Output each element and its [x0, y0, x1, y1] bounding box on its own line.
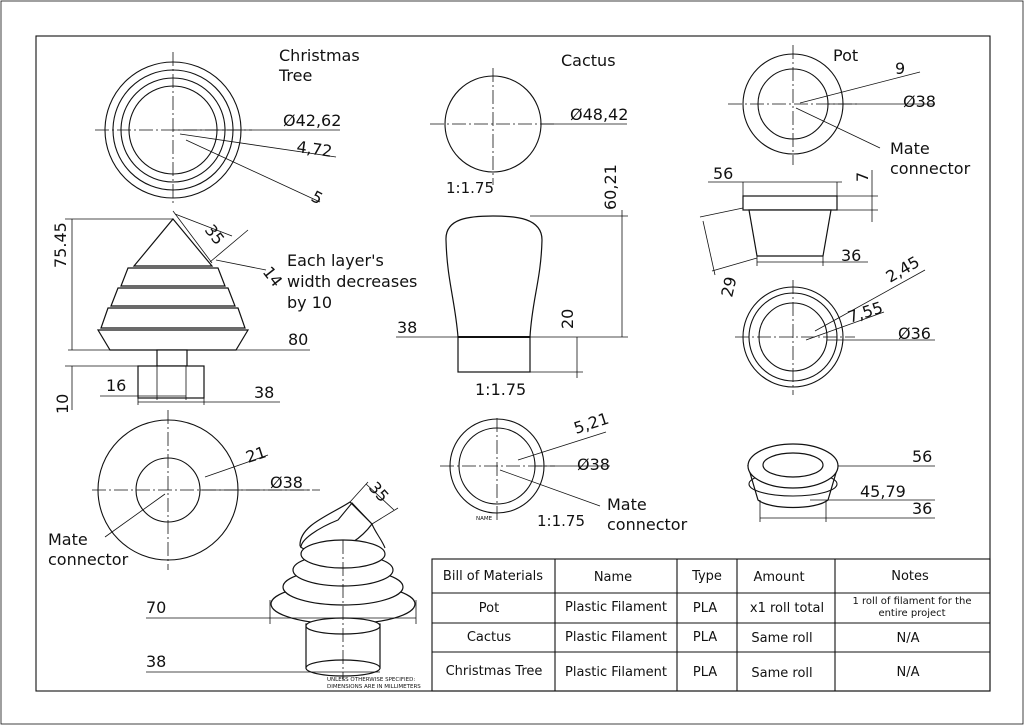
iso-dim-35: 35	[365, 478, 393, 506]
bom-row3-type: PLA	[693, 665, 717, 680]
pot-dim-755: 7,55	[845, 298, 885, 327]
layer-note-line2: width decreases	[287, 272, 417, 291]
bom-row2-item: Cactus	[467, 630, 512, 645]
pot-dim-29: 29	[717, 275, 740, 299]
bom-header-type: Type	[691, 569, 722, 584]
bom-row2-amount: Same roll	[751, 631, 812, 646]
pot-iso-dim-56: 56	[912, 447, 932, 466]
tree-dim-10: 10	[53, 394, 72, 414]
cactus-bottom-view	[440, 418, 610, 520]
tiny-name-label: NAME	[476, 516, 493, 522]
bom-row2-notes: N/A	[897, 631, 920, 646]
bom-row3-notes: N/A	[897, 665, 920, 680]
bom-header-amount: Amount	[753, 570, 804, 585]
bom-row3-item: Christmas Tree	[446, 664, 543, 679]
cactus-dim-38: 38	[397, 318, 417, 337]
tree-dim-5: 5	[308, 187, 326, 209]
cactus-scale-1: 1:1.75	[446, 179, 494, 197]
tree-title-line1: Christmas	[279, 46, 360, 65]
layer-note-line3: by 10	[287, 293, 332, 312]
bom-row1-amount: x1 roll total	[750, 601, 824, 616]
mate-pot-line2: connector	[890, 159, 971, 178]
pot-dim-36b: Ø36	[898, 324, 931, 343]
pot-iso-dim-4579: 45,79	[860, 482, 906, 501]
iso-dim-38: 38	[146, 652, 166, 671]
pot-dim-9: 9	[895, 59, 905, 78]
cactus-dim-diameter: Ø48,42	[570, 105, 628, 124]
tolerance-line1: UNLESS OTHERWISE SPECIFIED:	[327, 677, 415, 683]
bom-header-bill: Bill of Materials	[443, 569, 543, 584]
bom-header-name: Name	[594, 570, 632, 585]
iso-dim-70: 70	[146, 598, 166, 617]
cactus-top-view	[430, 68, 627, 185]
tolerance-line2: DIMENSIONS ARE IN MILLIMETERS	[327, 684, 421, 690]
pot-front-view	[699, 170, 878, 276]
tree-dim-80: 80	[288, 330, 308, 349]
tree-iso-view	[146, 481, 417, 680]
tree-dim-height: 75.45	[51, 222, 70, 268]
layer-note-line1: Each layer's	[287, 251, 384, 270]
cactus-title: Cactus	[561, 51, 616, 70]
bom-row2-name: Plastic Filament	[565, 630, 667, 645]
bom-row3-name: Plastic Filament	[565, 665, 667, 680]
mate-cactus-line1: Mate	[607, 495, 647, 514]
cactus-bottom-dim-38: Ø38	[577, 455, 610, 474]
tree-front-view	[65, 210, 310, 410]
tree-dim-diameter: Ø42,62	[283, 111, 341, 130]
cactus-dim-20: 20	[558, 309, 577, 329]
tree-title-line2: Tree	[278, 66, 312, 85]
mate-tree-line2: connector	[48, 550, 129, 569]
mate-cactus-line2: connector	[607, 515, 688, 534]
pot-top-view	[728, 45, 935, 165]
mate-pot-line1: Mate	[890, 139, 930, 158]
bom-header-notes: Notes	[891, 569, 929, 584]
cactus-scale-3: 1:1.75	[537, 512, 585, 530]
tree-bottom-view	[92, 410, 320, 570]
tree-dim-38: 38	[254, 383, 274, 402]
cactus-scale-2: 1:1.75	[475, 380, 526, 399]
bom-row1-type: PLA	[693, 601, 717, 616]
pot-dim-38: Ø38	[903, 92, 936, 111]
cactus-front-view	[396, 210, 628, 378]
pot-iso-view	[747, 443, 935, 522]
bom-row1-item: Pot	[479, 601, 499, 616]
pot-dim-36: 36	[841, 246, 861, 265]
cactus-bottom-dim-521: 5,21	[571, 409, 611, 438]
tree-bottom-dim-38: Ø38	[270, 473, 303, 492]
bom-row1-name: Plastic Filament	[565, 600, 667, 615]
tree-dim-35: 35	[201, 221, 229, 249]
tree-bottom-dim-21: 21	[243, 442, 268, 466]
bom-row2-type: PLA	[693, 630, 717, 645]
cactus-dim-6021: 60,21	[601, 164, 620, 210]
tree-dim-16: 16	[106, 376, 126, 395]
tree-top-view	[95, 52, 340, 205]
pot-dim-7: 7	[853, 172, 872, 182]
pot-title: Pot	[833, 46, 858, 65]
tree-dim-472: 4,72	[295, 137, 333, 161]
bom-row3-amount: Same roll	[751, 666, 812, 681]
pot-dim-56: 56	[713, 164, 733, 183]
mate-tree-line1: Mate	[48, 530, 88, 549]
bom-row1-notes-line2: entire project	[878, 608, 945, 619]
pot-bottom-view	[735, 269, 935, 395]
tree-dim-14: 14	[259, 263, 287, 291]
pot-iso-dim-36: 36	[912, 499, 932, 518]
pot-dim-245: 2,45	[883, 252, 923, 286]
bom-row1-notes-line1: 1 roll of filament for the	[853, 596, 972, 607]
bill-of-materials-table	[431, 558, 991, 692]
